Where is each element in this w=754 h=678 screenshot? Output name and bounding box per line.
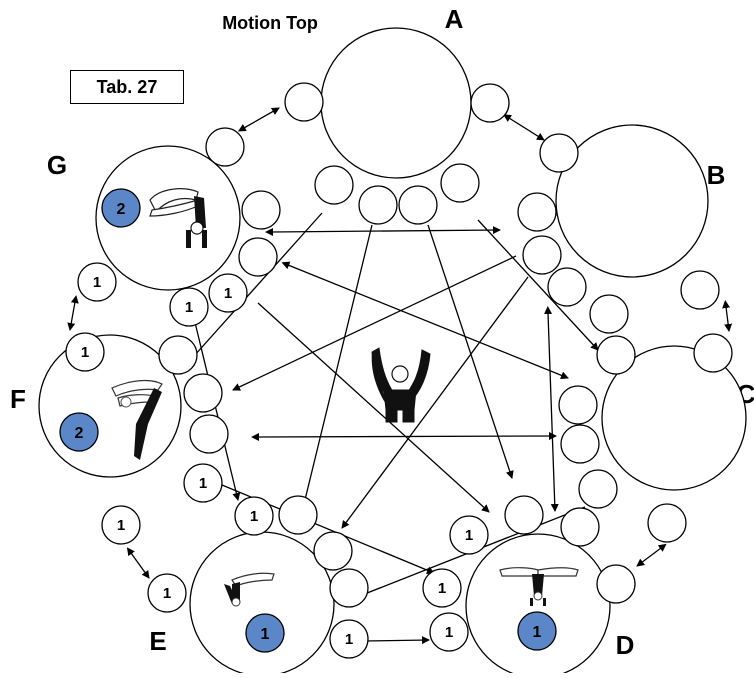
arrow — [544, 306, 559, 512]
station-letter-d: D — [616, 630, 635, 660]
diagram-title: Motion Top — [222, 13, 318, 33]
tab-label: Tab. 27 — [70, 70, 184, 104]
arrow — [237, 107, 280, 132]
number-label: 1 — [345, 631, 353, 648]
arrow — [265, 226, 501, 236]
number-label: 1 — [224, 285, 232, 302]
number-circle — [329, 619, 369, 659]
gymnast-g-icon — [149, 188, 207, 248]
arrow — [203, 476, 435, 575]
arrow — [67, 295, 79, 331]
connection-arrows — [67, 107, 733, 645]
arrow — [722, 300, 733, 332]
arrow — [232, 255, 517, 391]
station-circle-b — [555, 124, 709, 278]
gymnast-center-icon — [371, 347, 431, 423]
badge-d — [517, 611, 557, 651]
number-circle — [422, 568, 462, 608]
number-circle — [101, 505, 141, 545]
number-label: 1 — [163, 585, 171, 602]
arrow — [427, 224, 514, 479]
arrow — [281, 261, 569, 380]
station-letter-f: F — [10, 384, 26, 414]
number-label: 1 — [185, 299, 193, 316]
number-circle — [169, 287, 209, 327]
gymnast-f-icon — [111, 379, 163, 460]
number-label: 1 — [93, 274, 101, 291]
arrow — [257, 302, 490, 513]
number-label: 1 — [438, 580, 446, 597]
arrow — [636, 543, 667, 567]
arrow — [358, 636, 430, 645]
number-circle — [147, 573, 187, 613]
arrow — [503, 114, 545, 141]
badge-f — [59, 412, 99, 452]
number-circle — [77, 262, 117, 302]
badge-label-g: 2 — [117, 201, 126, 218]
arrow — [251, 432, 557, 441]
badge-e — [245, 613, 285, 653]
number-label: 1 — [199, 475, 207, 492]
number-circle — [449, 515, 489, 555]
station-letter-a: A — [445, 4, 464, 34]
station-circle-g — [95, 145, 241, 291]
station-circle-c — [601, 345, 747, 491]
arrow — [185, 212, 323, 366]
number-circle — [183, 463, 223, 503]
gymnast-d-icon — [499, 567, 579, 606]
number-circle — [429, 612, 469, 652]
station-letter-b: B — [707, 160, 726, 190]
number-label: 1 — [250, 508, 258, 525]
station-circle-a — [320, 27, 472, 179]
small-circles — [158, 82, 733, 608]
badge-label-e: 1 — [261, 626, 270, 643]
number-label: 1 — [465, 527, 473, 544]
arrow — [341, 276, 529, 529]
number-label: 1 — [81, 344, 89, 361]
number-label: 1 — [117, 517, 125, 534]
badge-g — [101, 188, 141, 228]
badge-label-d: 1 — [533, 624, 542, 641]
arrow — [126, 547, 150, 579]
arrow — [300, 224, 373, 509]
number-label: 1 — [445, 624, 453, 641]
station-letter-g: G — [47, 150, 67, 180]
station-circle-d — [465, 533, 611, 678]
badge-label-f: 2 — [75, 425, 84, 442]
number-circle — [208, 273, 248, 313]
gymnast-e-icon — [224, 572, 275, 607]
number-circle — [234, 496, 274, 536]
number-circle — [65, 332, 105, 372]
station-letter-e: E — [149, 626, 166, 656]
